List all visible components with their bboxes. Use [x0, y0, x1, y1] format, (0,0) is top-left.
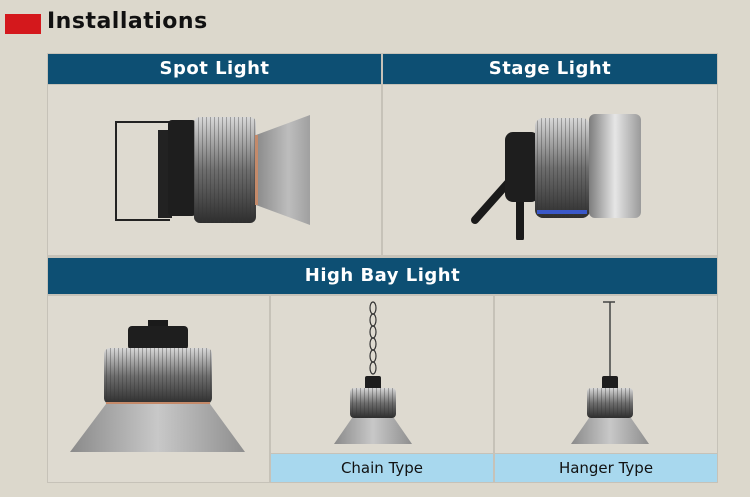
header-stage-light: Stage Light [383, 54, 717, 84]
high-bay-light-image [70, 320, 245, 452]
title-marker [5, 14, 41, 34]
header-high-bay-light: High Bay Light [48, 258, 717, 294]
caption-hanger-type: Hanger Type [495, 454, 717, 482]
chain-type-image [334, 301, 412, 444]
stage-light-image [471, 114, 641, 240]
page-title: Installations [47, 9, 208, 34]
hanger-type-image [571, 301, 649, 444]
caption-chain-type: Chain Type [271, 454, 493, 482]
header-spot-light: Spot Light [48, 54, 381, 84]
spot-light-image [115, 115, 310, 225]
